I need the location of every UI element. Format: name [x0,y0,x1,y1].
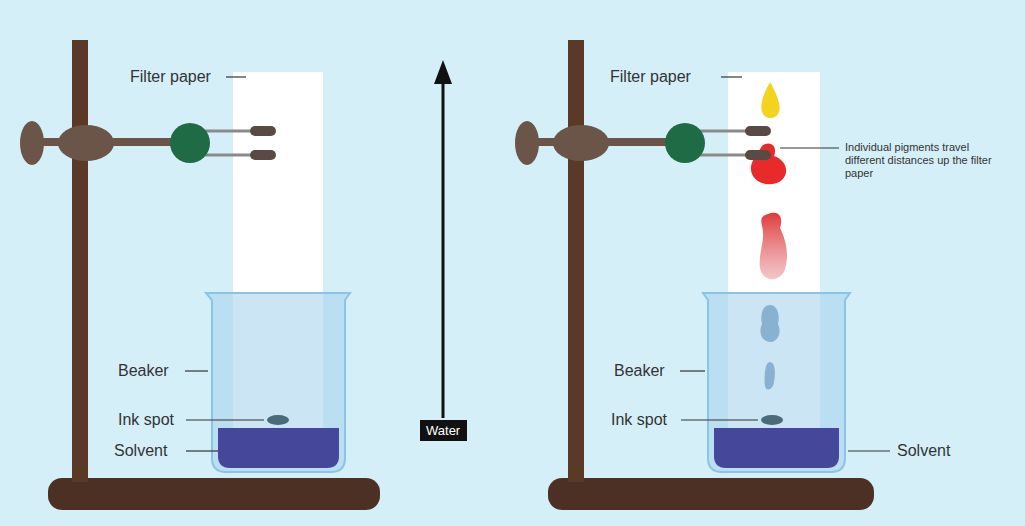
leader-line [185,370,208,371]
part-label: Solvent [114,442,167,460]
clamp-joint [665,123,705,163]
solvent [218,428,339,468]
clamp-joint [170,123,210,163]
leader-line [226,76,246,77]
arrow-shaft [442,80,445,418]
leader-line [780,147,839,148]
flow-arrow [434,60,452,418]
solvent [714,428,839,468]
right-apparatus [515,40,890,510]
part-label: Beaker [118,362,169,380]
clamp-tip [250,126,276,136]
annotation-note: Individual pigments travel different dis… [845,141,995,180]
part-label: Filter paper [610,68,691,86]
clamp-knob [20,121,44,165]
part-label: Solvent [897,442,950,460]
boss-head [553,125,609,161]
ink-spot [761,415,783,425]
leader-line [186,419,264,420]
flow-label-box: Water [420,420,467,441]
arrow-head [434,60,452,84]
red-pigment [751,144,786,185]
leader-line [848,450,890,451]
clamp-knob [515,121,539,165]
stand-base [548,478,874,510]
leader-line [721,76,742,77]
flow-label: Water [426,423,461,438]
part-label: Beaker [614,362,665,380]
red-smear [760,213,787,279]
part-label: Ink spot [118,411,174,429]
stand-pole [568,40,584,482]
part-label: Ink spot [611,411,667,429]
clamp-tip [250,150,276,160]
leader-line [186,450,218,451]
leader-line [680,370,705,371]
ink-spot [267,415,289,425]
stand-base [48,478,380,510]
leader-line [681,419,758,420]
beaker [703,293,850,472]
part-label: Filter paper [130,68,211,86]
boss-head [58,125,114,161]
clamp-tip [745,150,771,160]
stand-pole [72,40,88,482]
beaker [206,293,350,472]
left-apparatus [20,40,380,510]
clamp-tip [745,126,771,136]
yellow-pigment [761,82,779,118]
